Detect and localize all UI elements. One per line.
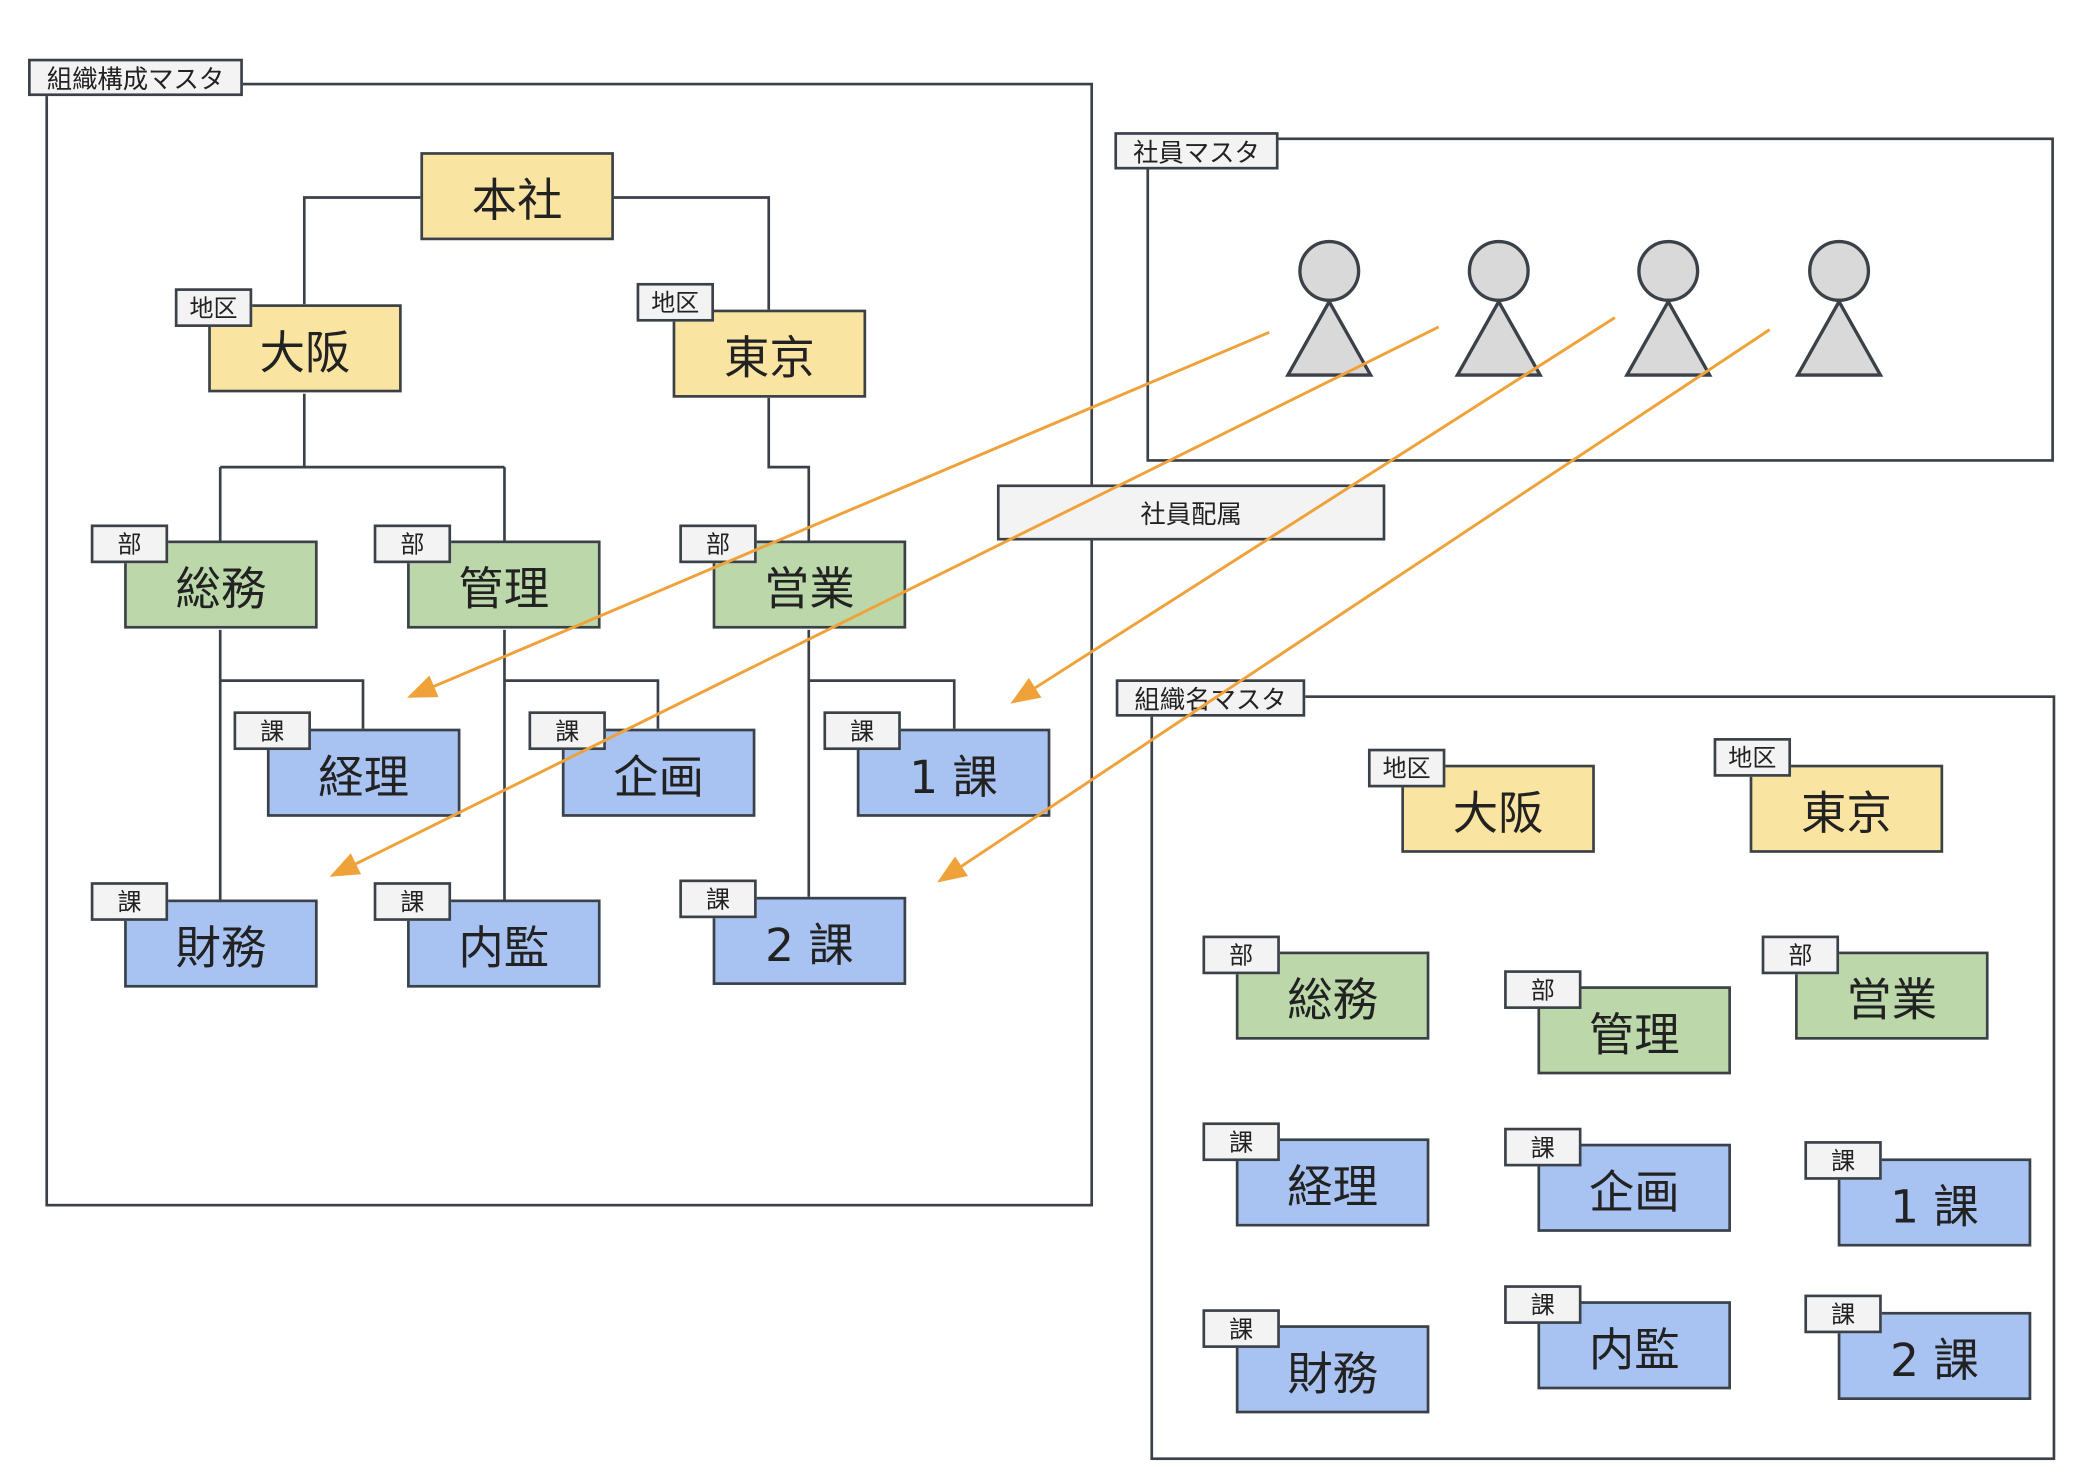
person-icon — [1794, 239, 1884, 377]
person-icon — [1454, 239, 1543, 377]
section-tag-zaimu: 課 — [90, 882, 169, 921]
connector-head-to-tokyo — [612, 196, 771, 310]
department-tag-soumu: 部 — [90, 524, 169, 564]
org-name-master-frame — [1150, 695, 2056, 1461]
department-node-soumu: 総務 — [124, 540, 318, 629]
connector-head-to-osaka — [302, 196, 421, 305]
section-node-nika: 2 課 — [712, 896, 907, 985]
section-node-kikaku: 企画 — [561, 728, 756, 817]
section-tag-kikaku: 課 — [528, 711, 606, 751]
name-master-section-tag-ikka: 課 — [1804, 1141, 1882, 1180]
connector-eigyou-to-sections — [807, 629, 956, 897]
region-node-tokyo: 東京 — [672, 309, 867, 398]
assignment-arrow-to-nika — [937, 328, 1771, 883]
section-tag-naikan: 課 — [373, 882, 452, 921]
connector-osaka-to-depts — [218, 393, 506, 541]
section-tag-keiri: 課 — [233, 711, 311, 751]
assignment-arrow-to-keiri — [407, 330, 1270, 699]
name-master-section-tag-zaimu: 課 — [1202, 1309, 1280, 1348]
org-structure-master-title: 組織構成マスタ — [28, 58, 243, 97]
name-master-section-tag-naikan: 課 — [1504, 1285, 1582, 1324]
connector-soumu-to-sections — [218, 629, 365, 900]
name-master-dept-eigyou: 営業 — [1795, 951, 1989, 1040]
section-tag-nika: 課 — [679, 879, 757, 919]
connector-tokyo-to-sales — [767, 397, 811, 541]
section-node-keiri: 経理 — [266, 728, 461, 817]
employee-master-frame — [1146, 137, 2054, 462]
department-tag-eigyou: 部 — [679, 524, 757, 564]
section-tag-ikka: 課 — [823, 711, 901, 751]
org-structure-master-frame — [45, 82, 1094, 1207]
section-node-zaimu: 財務 — [124, 899, 318, 988]
name-master-region-tokyo: 東京 — [1749, 764, 1944, 853]
employee-master-title: 社員マスタ — [1114, 132, 1279, 170]
assignment-arrow-to-zaimu — [329, 325, 1440, 877]
name-master-dept-tag-soumu: 部 — [1202, 935, 1280, 975]
assignment-arrow-to-ikka — [1010, 316, 1616, 704]
person-icon — [1624, 239, 1713, 377]
name-master-dept-tag-kanri: 部 — [1504, 970, 1582, 1009]
name-master-region-tag-osaka: 地区 — [1367, 748, 1446, 788]
name-master-region-tag-tokyo: 地区 — [1713, 738, 1792, 777]
name-master-section-tag-kikaku: 課 — [1504, 1127, 1582, 1167]
region-tag-tokyo: 地区 — [636, 282, 715, 322]
department-tag-kanri: 部 — [373, 524, 452, 564]
head-office-node: 本社 — [420, 152, 614, 241]
name-master-dept-tag-eigyou: 部 — [1761, 935, 1840, 975]
name-master-section-tag-keiri: 課 — [1202, 1122, 1280, 1162]
department-node-kanri: 管理 — [407, 540, 601, 629]
region-tag-osaka: 地区 — [174, 288, 253, 327]
person-icon — [1285, 239, 1374, 377]
name-master-section-tag-nika: 課 — [1804, 1294, 1882, 1334]
